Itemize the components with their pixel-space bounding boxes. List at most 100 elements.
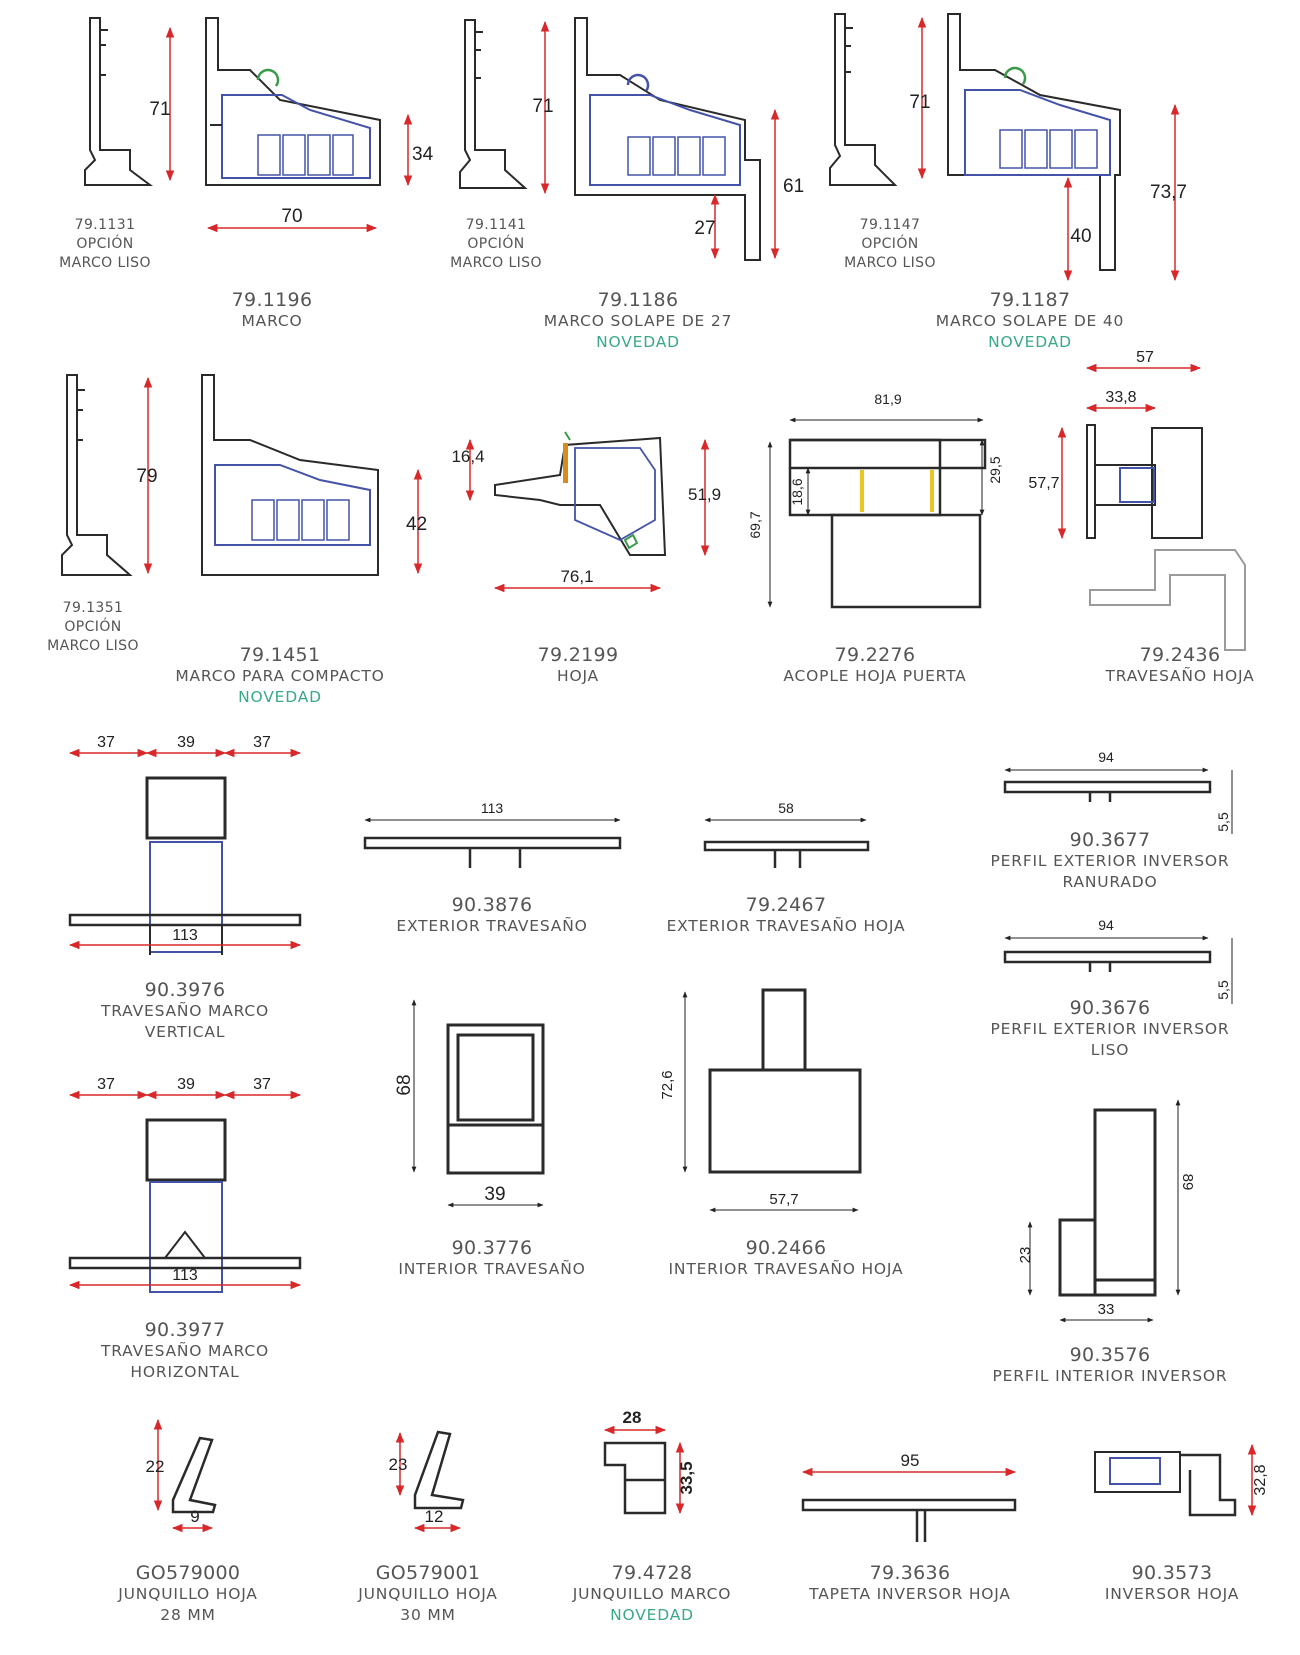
caption-90-3576: 90.3576 PERFIL INTERIOR INVERSOR (993, 1345, 1228, 1387)
dims-90-3776 (411, 999, 544, 1208)
caption-90-3776: 90.3776 INTERIOR TRAVESAÑO (398, 1238, 585, 1280)
dim-label: 113 (172, 1267, 198, 1284)
dim-label: 72,6 (659, 1070, 676, 1099)
caption-code: 79.1187 (989, 289, 1071, 311)
dim-label: 22 (146, 1457, 165, 1476)
profile-90-3977 (68, 1118, 302, 1293)
dim-label: 57,7 (1028, 475, 1059, 492)
dim-label: 9 (190, 1507, 199, 1526)
option-line: MARCO LISO (844, 255, 936, 271)
caption-line: MARCO (241, 312, 303, 330)
profile-79-1141 (459, 19, 528, 189)
caption-line: MARCO SOLAPE DE 40 (935, 312, 1125, 330)
option-line: OPCIÓN (76, 236, 134, 252)
dims-79-1196 (165, 26, 413, 233)
caption-code: 79.1196 (231, 289, 313, 311)
dim-label: 42 (406, 514, 427, 535)
dims-90-3977 (68, 1090, 302, 1290)
dim-label: 71 (149, 99, 170, 120)
dim-label: 73,7 (1150, 182, 1187, 203)
profile-90-2466 (708, 988, 862, 1174)
dim-label: 32,8 (1252, 1464, 1269, 1495)
dim-label: 40 (1070, 226, 1091, 247)
profile-79-1351 (61, 374, 133, 576)
dims-go579001 (395, 1431, 462, 1533)
profile-79-1451 (201, 374, 379, 576)
dim-label: 71 (909, 92, 930, 113)
caption-line: PERFIL EXTERIOR INVERSOR (990, 852, 1230, 870)
profile-79-1196 (205, 17, 381, 186)
caption-code: 90.3677 (1069, 829, 1151, 851)
dim-label: 81,9 (874, 391, 901, 407)
caption-line: JUNQUILLO MARCO (572, 1585, 732, 1603)
option-line: MARCO LISO (450, 255, 542, 271)
caption-79-1186: 79.1186 MARCO SOLAPE DE 27 NOVEDAD (544, 290, 732, 353)
caption-code: 90.2466 (745, 1237, 827, 1259)
novedad-label: NOVEDAD (988, 333, 1072, 351)
dim-label: 71 (532, 96, 553, 117)
caption-90-3573: 90.3573 INVERSOR HOJA (1105, 1563, 1239, 1605)
dims-79-2436 (1057, 363, 1202, 540)
dim-label: 79 (136, 466, 157, 487)
dim-label: 76,1 (560, 567, 593, 586)
dim-label: 37 (97, 1076, 115, 1093)
dims-79-1187 (917, 16, 1180, 282)
dims-90-3676 (1004, 935, 1233, 1004)
caption-79-2436: 79.2436 TRAVESAÑO HOJA (1105, 645, 1254, 687)
dim-label: 33,8 (1105, 389, 1136, 406)
caption-code: 90.3573 (1131, 1562, 1213, 1584)
caption-90-3676: 90.3676 PERFIL EXTERIOR INVERSOR LISO (991, 998, 1230, 1061)
dim-label: 27 (694, 218, 715, 239)
caption-line: MARCO PARA COMPACTO (175, 667, 385, 685)
caption-code: GO579000 (135, 1562, 241, 1584)
profile-79-1131 (84, 17, 153, 186)
caption-line: TAPETA INVERSOR HOJA (809, 1585, 1011, 1603)
option-label: 79.1131 OPCIÓN MARCO LISO (59, 216, 151, 273)
dim-label: 39 (177, 734, 195, 751)
caption-line: INTERIOR TRAVESAÑO HOJA (668, 1260, 904, 1278)
caption-79-1187: 79.1187 MARCO SOLAPE DE 40 NOVEDAD (936, 290, 1124, 353)
profile-79-4728 (603, 1441, 667, 1515)
caption-line: EXTERIOR TRAVESAÑO (396, 917, 588, 935)
caption-go579001: GO579001 JUNQUILLO HOJA 30 MM (358, 1563, 497, 1626)
profile-90-3676 (1003, 950, 1212, 972)
caption-90-3977: 90.3977 TRAVESAÑO MARCO HORIZONTAL (101, 1320, 269, 1383)
dim-label: 18,6 (789, 478, 805, 505)
profile-79-2436 (1086, 424, 1246, 651)
dim-label: 33 (1098, 1301, 1115, 1318)
caption-90-3976: 90.3976 TRAVESAÑO MARCO VERTICAL (101, 980, 269, 1043)
profile-90-3776 (446, 1023, 545, 1175)
dim-label: 70 (281, 206, 302, 227)
dim-label: 37 (97, 734, 115, 751)
caption-79-2199: 79.2199 HOJA (538, 645, 619, 687)
caption-code: 90.3876 (451, 894, 533, 916)
dim-label: 5,5 (1215, 980, 1231, 1000)
caption-line: 30 MM (400, 1606, 456, 1624)
caption-go579000: GO579000 JUNQUILLO HOJA 28 MM (118, 1563, 257, 1626)
dim-label: 89 (1179, 1174, 1196, 1191)
dims-90-3976 (68, 748, 302, 950)
dim-label: 5,5 (1215, 812, 1231, 832)
option-code: 79.1147 (859, 217, 921, 233)
caption-code: 79.3636 (869, 1562, 951, 1584)
dim-label: 33,5 (677, 1461, 696, 1494)
option-line: MARCO LISO (59, 255, 151, 271)
caption-code: 79.4728 (611, 1562, 693, 1584)
dim-label: 95 (901, 1451, 920, 1470)
caption-code: 79.1451 (239, 644, 321, 666)
dim-label: 68 (394, 1074, 415, 1095)
profile-go579000 (171, 1436, 217, 1514)
caption-code: 79.2199 (537, 644, 619, 666)
dim-label: 23 (1017, 1247, 1034, 1264)
caption-code: 90.3776 (451, 1237, 533, 1259)
caption-line: JUNQUILLO HOJA (358, 1585, 498, 1603)
dim-label: 113 (481, 800, 504, 816)
dims-79-2199 (465, 438, 710, 593)
profile-90-3573 (1094, 1451, 1237, 1517)
profile-79-2199 (494, 431, 667, 556)
dims-90-3576 (1027, 1099, 1181, 1323)
option-line: OPCIÓN (64, 619, 122, 635)
dim-label: 23 (389, 1455, 408, 1474)
dim-label: 37 (253, 734, 271, 751)
caption-code: 90.3976 (144, 979, 226, 1001)
